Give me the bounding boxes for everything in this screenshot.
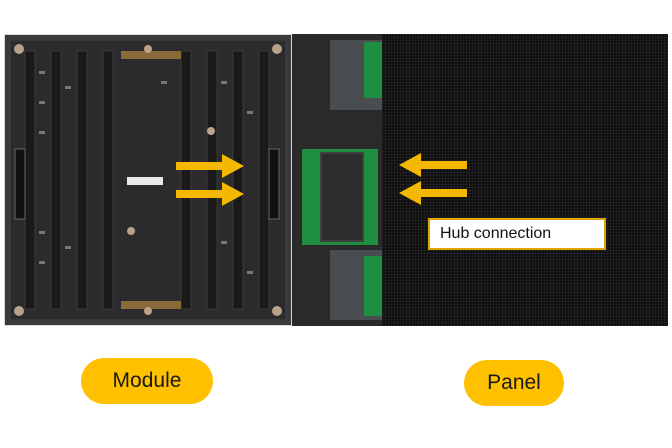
arrow-right-icon [176,154,244,178]
pcb-surface [11,41,285,319]
panel-label: Panel [464,360,564,406]
pcb-components [14,44,282,316]
module-pcb [4,34,292,326]
arrow-right-icon [176,182,244,206]
receiver-board [364,256,382,316]
hub-connection-callout: Hub connection [428,218,606,250]
hub-connector [320,152,364,242]
module-label: Module [81,358,213,404]
cabinet-frame [292,34,382,326]
arrow-left-icon [399,153,467,177]
arrow-left-icon [399,181,467,205]
receiver-board [364,42,382,98]
led-panel [382,34,668,326]
